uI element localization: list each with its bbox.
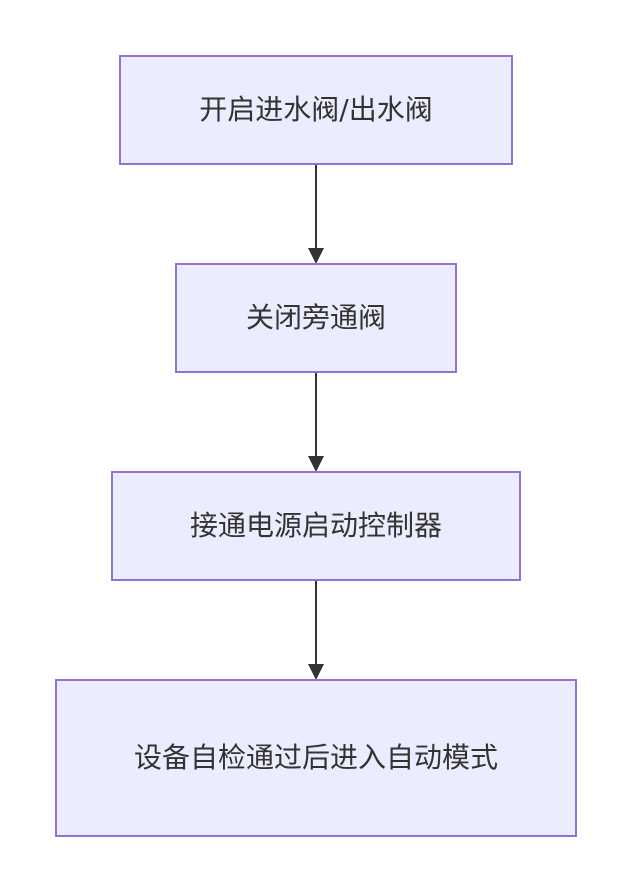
arrow-head-n2-n3 (308, 456, 324, 472)
node-box-open-inlet-outlet-valve (119, 55, 513, 165)
flowchart-edges (308, 164, 324, 680)
arrow-head-n3-n4 (308, 664, 324, 680)
node-box-auto-mode (55, 679, 577, 837)
node-label-auto-mode: 设备自检通过后进入自动模式 (133, 741, 498, 774)
arrow-head-n1-n2 (308, 248, 324, 264)
node-label-power-on-controller: 接通电源启动控制器 (189, 509, 442, 542)
node-label-open-inlet-outlet-valve: 开启进水阀/出水阀 (199, 93, 433, 126)
node-box-close-bypass-valve (175, 263, 457, 373)
node-box-power-on-controller (111, 471, 521, 581)
flowchart-nodes (55, 55, 577, 837)
node-label-close-bypass-valve: 关闭旁通阀 (245, 301, 386, 334)
